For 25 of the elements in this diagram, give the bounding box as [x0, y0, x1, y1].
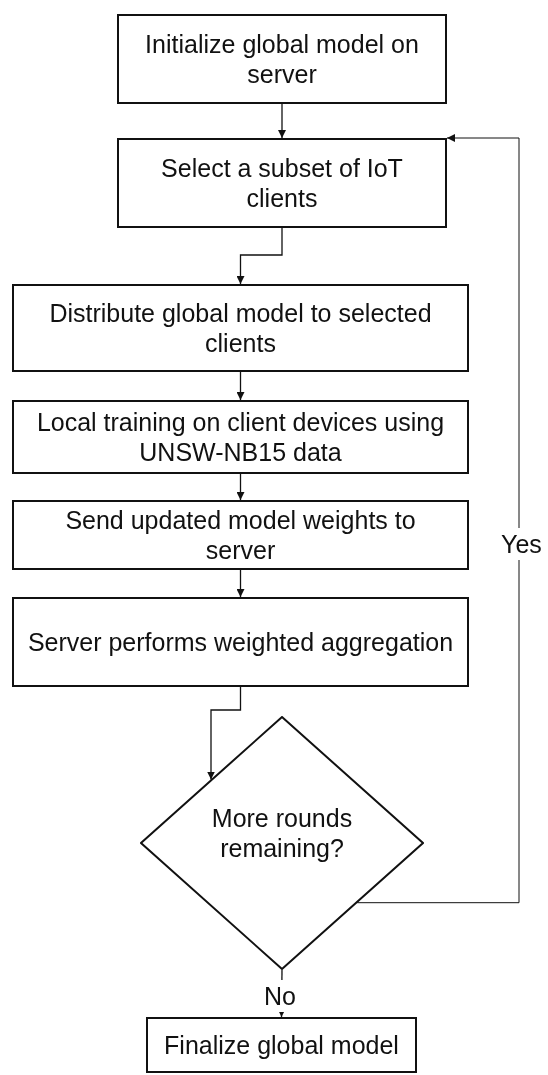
edge-label: Yes	[501, 528, 542, 560]
step-text: Send updated model weights to server	[64, 505, 417, 565]
step-text: Distribute global model to selected clients	[48, 298, 433, 358]
arrow	[207, 686, 242, 781]
process-box	[12, 284, 469, 372]
step-text: Server performs weighted aggregation	[27, 627, 454, 657]
arrow	[236, 569, 245, 598]
process-box	[117, 138, 447, 228]
decision-diamond	[140, 716, 424, 970]
edge-label: No	[264, 980, 296, 1012]
arrow	[278, 103, 286, 139]
decision-text: More rounds remaining?	[210, 803, 354, 863]
step-text: Finalize global model	[164, 1030, 399, 1060]
arrow	[236, 227, 283, 285]
process-box	[12, 500, 469, 570]
step-text: Initialize global model on server	[144, 29, 420, 89]
process-box	[117, 14, 447, 104]
arrow	[356, 134, 520, 904]
step-text: Local training on client devices using UNSW-NB15 data	[35, 407, 446, 467]
arrow	[236, 371, 245, 401]
step-text: Select a subset of IoT clients	[160, 153, 404, 213]
process-box	[12, 400, 469, 474]
process-box	[12, 597, 469, 687]
arrow	[236, 473, 245, 501]
process-box	[146, 1017, 417, 1073]
